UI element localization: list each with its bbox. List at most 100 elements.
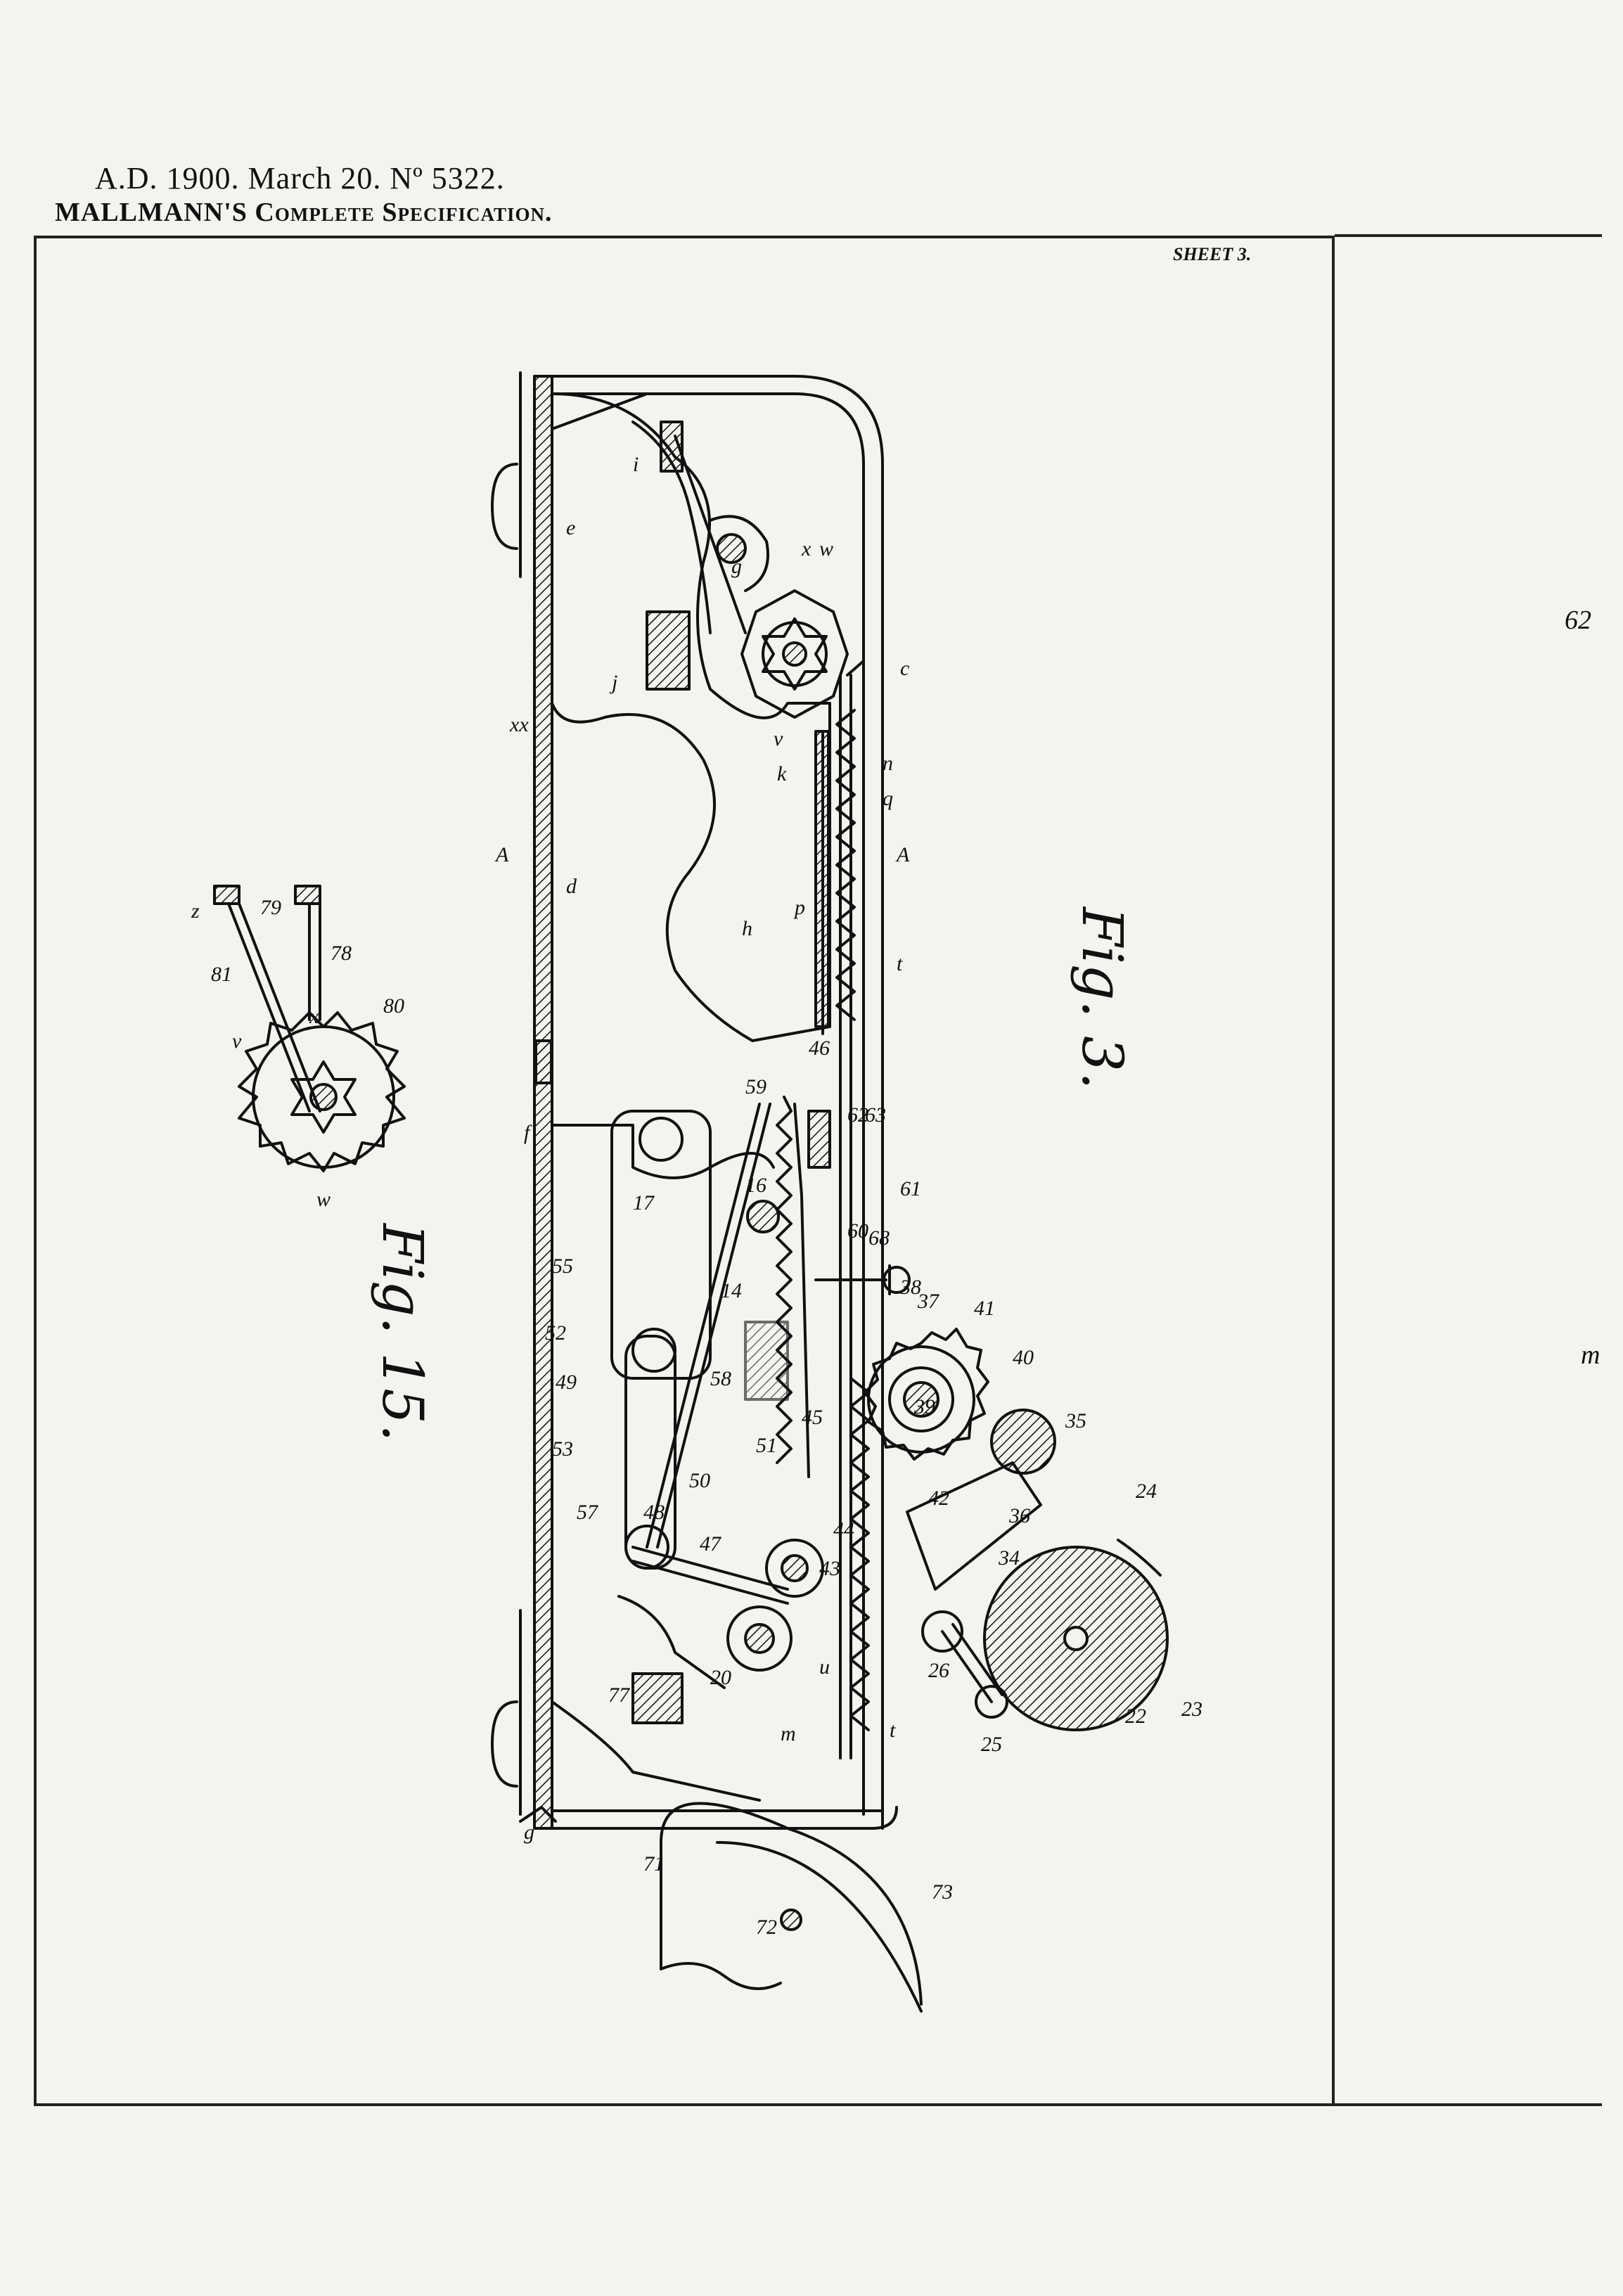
header-specification: MALLMANN'S Complete Specification. xyxy=(55,197,553,228)
label: 38 xyxy=(899,1276,921,1299)
lever-assembly xyxy=(551,1096,911,1802)
label: p xyxy=(793,896,805,919)
drum-23 xyxy=(906,1461,1169,1731)
label: z xyxy=(191,899,200,923)
sheet-number: SHEET 3. xyxy=(1173,244,1252,264)
label: 71 xyxy=(643,1852,665,1875)
label: 58 xyxy=(710,1367,731,1390)
fig15-detail xyxy=(213,885,406,1172)
label: 43 xyxy=(819,1557,840,1580)
label: g xyxy=(524,1821,534,1844)
label: 17 xyxy=(633,1191,655,1214)
sawtooth-lower xyxy=(849,1377,870,1731)
label: 50 xyxy=(689,1469,710,1492)
margin-letter: m xyxy=(1581,1340,1600,1370)
label: 24 xyxy=(1136,1480,1157,1503)
label: 46 xyxy=(809,1037,830,1060)
rack-bars xyxy=(814,660,865,1759)
label: 79 xyxy=(260,896,281,919)
label: q xyxy=(883,787,893,810)
drawing-frame xyxy=(34,236,1335,2106)
label: 40 xyxy=(1013,1346,1034,1369)
label: n xyxy=(883,752,893,775)
label: w xyxy=(316,1188,331,1211)
label: 52 xyxy=(545,1321,566,1345)
label: c xyxy=(900,657,909,680)
label: x xyxy=(801,537,812,560)
label: 26 xyxy=(928,1659,949,1682)
label: 78 xyxy=(331,942,352,965)
label: v xyxy=(232,1030,242,1053)
label: 53 xyxy=(552,1437,573,1461)
sawtooth-upper xyxy=(835,709,856,1021)
label: k xyxy=(777,762,787,785)
label: 41 xyxy=(974,1297,995,1320)
label: 60 xyxy=(847,1219,868,1243)
label: A xyxy=(895,843,910,866)
label: 68 xyxy=(868,1226,890,1250)
label: 25 xyxy=(981,1733,1002,1756)
label: u xyxy=(819,1655,830,1679)
label: t xyxy=(897,952,903,975)
label: 62 xyxy=(847,1103,868,1127)
ratchet-wheel-w xyxy=(709,515,849,719)
roller-73 xyxy=(660,1802,923,2013)
label: 14 xyxy=(721,1279,742,1302)
label: 39 xyxy=(913,1395,935,1418)
header-patentee: MALLMANN'S xyxy=(55,198,248,227)
label: d xyxy=(566,875,577,898)
gear-39 xyxy=(864,1328,1056,1475)
label: A xyxy=(494,843,509,866)
figure-title-fig15: Fig. 15. xyxy=(370,1222,435,1442)
label: 16 xyxy=(745,1174,766,1197)
label: 42 xyxy=(928,1487,949,1510)
label: 36 xyxy=(1008,1504,1030,1527)
margin-number: 62 xyxy=(1565,605,1591,635)
fig3-labels: e i g x w v j c k n q A A d h p t f xx 4… xyxy=(494,453,1202,1939)
label: 73 xyxy=(932,1880,953,1904)
label: 48 xyxy=(643,1501,665,1524)
label: 22 xyxy=(1125,1705,1146,1728)
label: 35 xyxy=(1065,1409,1086,1432)
casing-outline xyxy=(491,371,898,1830)
label: 23 xyxy=(1181,1698,1202,1721)
label: v xyxy=(774,727,783,750)
label: f xyxy=(524,1121,532,1144)
margin-rule-bottom xyxy=(1335,2103,1602,2106)
label: 47 xyxy=(700,1532,722,1556)
label: e xyxy=(566,516,575,539)
label: 72 xyxy=(756,1916,777,1939)
label: 34 xyxy=(998,1546,1020,1570)
label: w xyxy=(819,537,833,560)
label: 51 xyxy=(756,1434,777,1457)
margin-rule-top xyxy=(1335,234,1602,237)
label: i xyxy=(633,453,639,476)
label: xx xyxy=(509,713,529,736)
label: 55 xyxy=(552,1255,573,1278)
label: 20 xyxy=(710,1666,731,1689)
label: 61 xyxy=(900,1177,921,1200)
tab-f xyxy=(534,1039,553,1084)
fig15-labels: z 79 78 81 x v 80 w xyxy=(191,896,404,1211)
label: 37 xyxy=(917,1290,940,1313)
label: 57 xyxy=(577,1501,599,1524)
label: 77 xyxy=(608,1683,631,1707)
label: 59 xyxy=(745,1075,766,1098)
label: g xyxy=(731,555,742,578)
label: 45 xyxy=(802,1406,823,1429)
label: 81 xyxy=(211,963,232,986)
label: j xyxy=(609,671,617,694)
plate-h xyxy=(551,392,831,1042)
label: 49 xyxy=(556,1371,577,1394)
label: 63 xyxy=(865,1103,886,1127)
figure-title-fig3: Fig. 3. xyxy=(1070,906,1135,1090)
label: m xyxy=(781,1722,796,1745)
label: h xyxy=(742,917,752,940)
label: x xyxy=(309,1005,319,1028)
label: t xyxy=(890,1719,896,1742)
header-spec-title: Complete Specification. xyxy=(255,198,553,227)
header-date-number: A.D. 1900. March 20. Nº 5322. xyxy=(95,161,505,195)
label: 80 xyxy=(383,994,404,1018)
label: 44 xyxy=(833,1518,854,1541)
